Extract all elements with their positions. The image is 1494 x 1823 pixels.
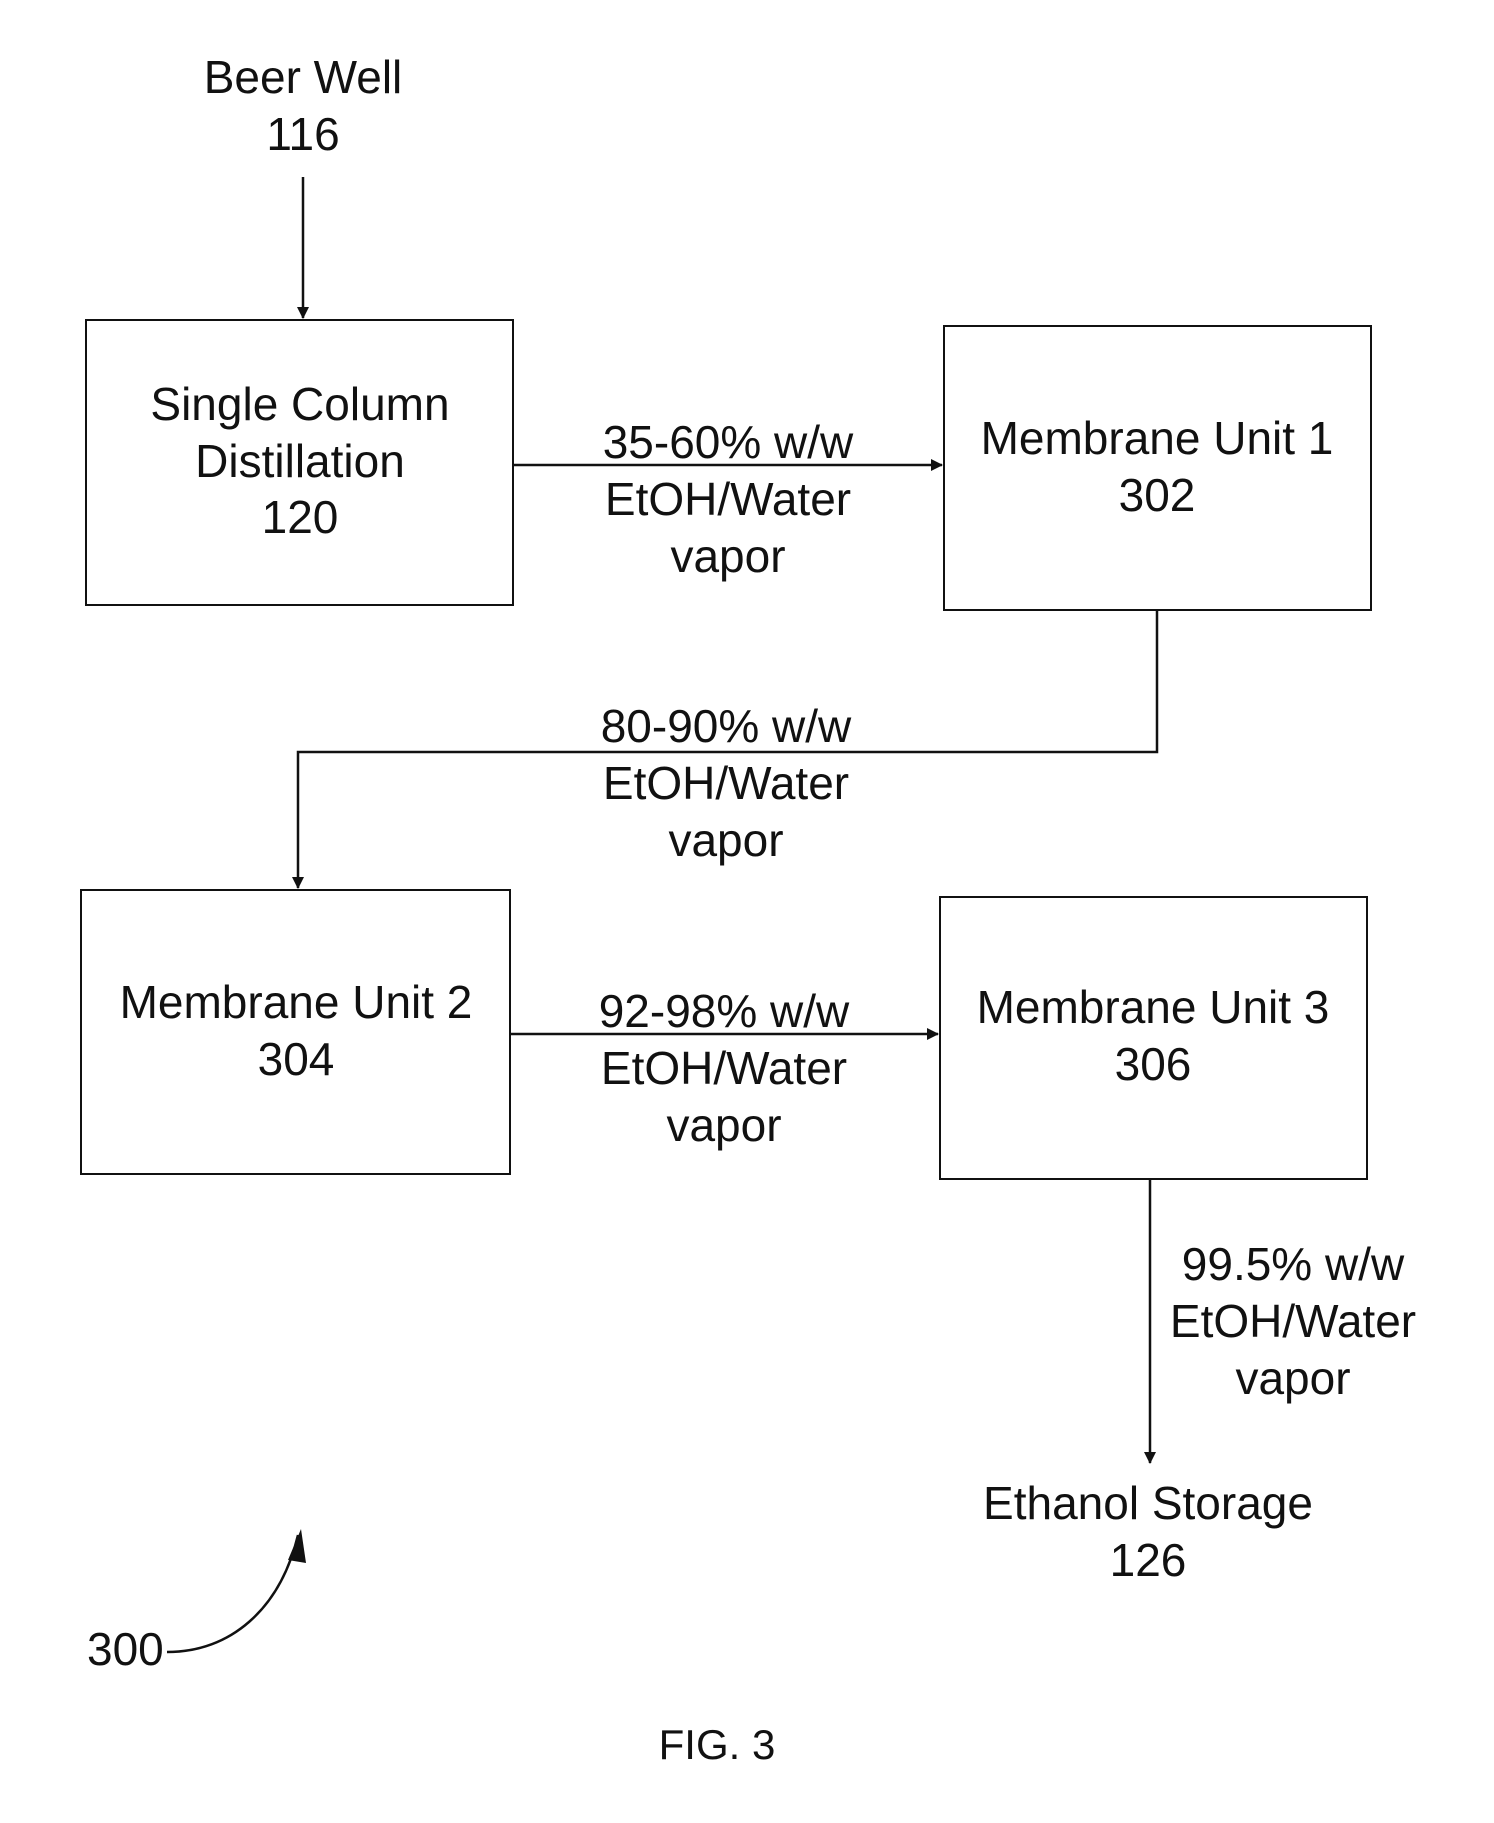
flow2-line1: 80-90% w/w [601, 700, 852, 752]
figure-caption: FIG. 3 [659, 1721, 776, 1768]
flow1-line2: EtOH/Water [605, 473, 851, 525]
ethanol-storage-label: Ethanol Storage [983, 1477, 1313, 1529]
distillation-ref: 120 [262, 491, 339, 543]
flow-label-membrane3-to-storage: 99.5% w/w EtOH/Water vapor [1170, 1238, 1416, 1404]
membrane-unit-3-ref: 306 [1115, 1038, 1192, 1090]
figure-ref-number: 300 [87, 1623, 164, 1675]
membrane-unit-1-label: Membrane Unit 1 [981, 412, 1334, 464]
distillation-label-line1: Single Column [150, 378, 449, 430]
membrane-unit-3-label: Membrane Unit 3 [977, 981, 1330, 1033]
flow2-line3: vapor [668, 814, 783, 866]
beer-well-label: Beer Well [204, 51, 403, 103]
distillation-box-frame [85, 319, 514, 606]
membrane-unit-2-box: Membrane Unit 2 304 [80, 889, 511, 1175]
flow4-line2: EtOH/Water [1170, 1295, 1416, 1347]
beer-well-node: Beer Well 116 [204, 51, 403, 160]
flow3-line2: EtOH/Water [601, 1042, 847, 1094]
membrane-unit-2-ref: 304 [258, 1033, 335, 1085]
flow-label-distillation-to-membrane1: 35-60% w/w EtOH/Water vapor [603, 416, 854, 582]
flow2-line2: EtOH/Water [603, 757, 849, 809]
membrane-unit-1-frame [943, 325, 1372, 611]
beer-well-ref: 116 [266, 108, 339, 160]
figure-reference: 300 [87, 1529, 306, 1675]
flow4-line1: 99.5% w/w [1182, 1238, 1405, 1290]
flow3-line3: vapor [666, 1099, 781, 1151]
flow3-line1: 92-98% w/w [599, 985, 850, 1037]
membrane-unit-1-ref: 302 [1119, 469, 1196, 521]
flow-label-membrane2-to-membrane3: 92-98% w/w EtOH/Water vapor [599, 985, 850, 1151]
membrane-unit-2-label: Membrane Unit 2 [120, 976, 473, 1028]
ethanol-storage-ref: 126 [1110, 1534, 1187, 1586]
figure-ref-curve [166, 1534, 300, 1654]
membrane-unit-3-frame [939, 896, 1368, 1180]
membrane-unit-2-frame [80, 889, 511, 1175]
flow1-line3: vapor [670, 530, 785, 582]
distillation-box: Single Column Distillation 120 [85, 319, 514, 606]
flow-label-membrane1-to-membrane2: 80-90% w/w EtOH/Water vapor [601, 700, 852, 866]
membrane-unit-1-box: Membrane Unit 1 302 [943, 325, 1372, 611]
ethanol-storage-node: Ethanol Storage 126 [983, 1477, 1313, 1586]
flow1-line1: 35-60% w/w [603, 416, 854, 468]
membrane1-to-membrane2-arrow [292, 610, 1159, 889]
figure-ref-arrowhead [288, 1529, 306, 1563]
distillation-label-line2: Distillation [195, 435, 405, 487]
flow4-line3: vapor [1235, 1352, 1350, 1404]
membrane-unit-3-box: Membrane Unit 3 306 [939, 896, 1368, 1180]
